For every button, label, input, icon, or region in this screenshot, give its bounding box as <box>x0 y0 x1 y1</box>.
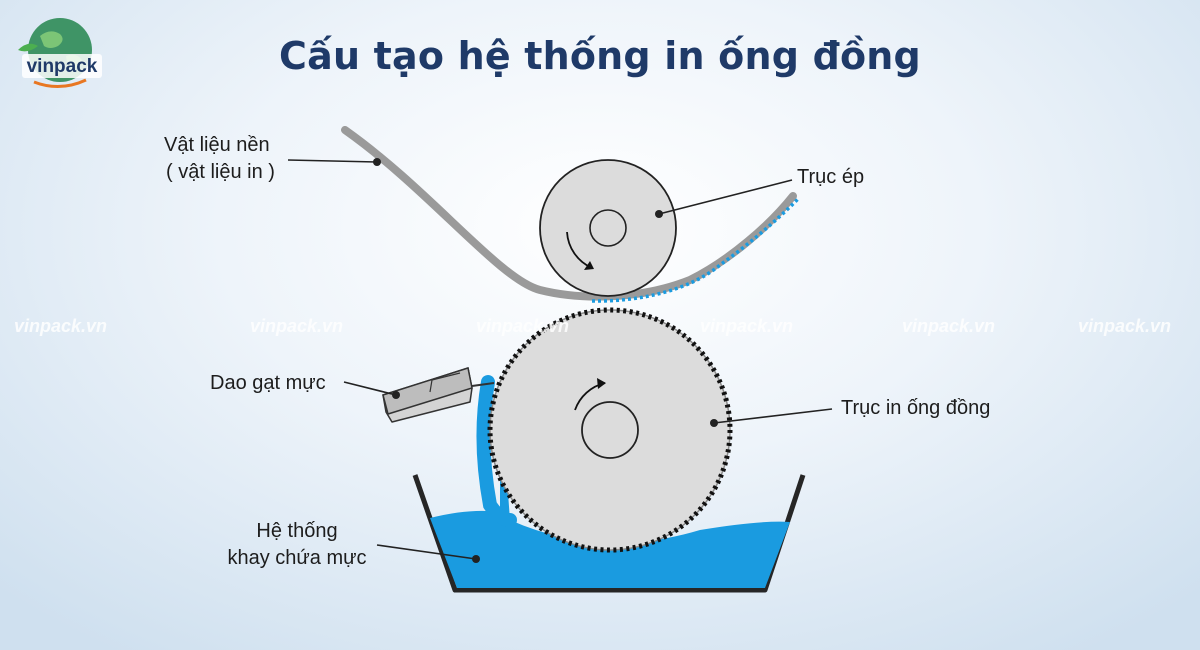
gravure-cylinder-cells <box>487 307 733 553</box>
watermark: vinpack.vn <box>250 316 344 336</box>
page-title: Cấu tạo hệ thống in ống đồng <box>279 34 921 78</box>
logo-text: vinpack <box>27 56 98 77</box>
substrate-printed-side <box>591 197 800 303</box>
ink-film <box>476 375 517 527</box>
label-impression-roller: Trục ép <box>797 166 865 188</box>
watermark: vinpack.vn <box>476 316 570 336</box>
label-substrate: Vật liệu nền ( vật liệu in ) <box>164 132 275 186</box>
gravure-cylinder-shaft <box>581 401 639 459</box>
impression-roller-shaft <box>589 209 627 247</box>
label-ink-tray-line2: khay chứa mực <box>227 547 367 569</box>
watermark: vinpack.vn <box>1078 316 1172 336</box>
label-doctor-blade: Dao gạt mực <box>210 372 326 394</box>
vinpack-logo: vinpack <box>14 10 110 92</box>
label-ink-tray: Hệ thống khay chứa mực <box>218 518 376 572</box>
watermark: vinpack.vn <box>700 316 794 336</box>
label-ink-tray-line1: Hệ thống <box>256 520 338 542</box>
watermark: vinpack.vn <box>902 316 996 336</box>
doctor-blade <box>382 367 495 423</box>
watermark: vinpack.vn <box>14 316 108 336</box>
label-substrate-line1: Vật liệu nền <box>164 134 270 156</box>
label-substrate-line2: ( vật liệu in ) <box>166 161 275 183</box>
impression-roller <box>539 159 677 297</box>
label-gravure-cylinder: Trục in ống đồng <box>841 397 991 419</box>
ink-pool <box>430 385 790 588</box>
substrate-web <box>341 126 797 301</box>
